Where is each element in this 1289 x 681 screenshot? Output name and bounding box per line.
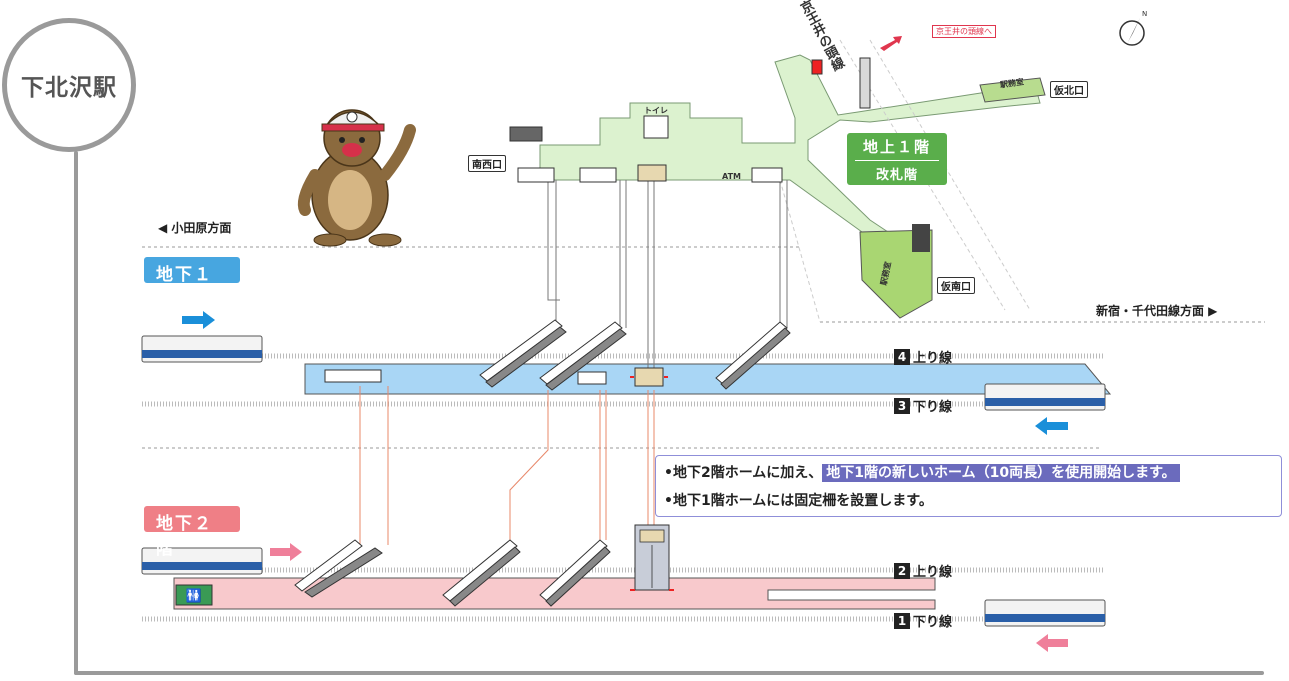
arrow-keio — [880, 36, 902, 51]
level-ground-badge: 地上１階 改札階 — [847, 133, 947, 185]
level-b2-badge: 地下２階 — [144, 506, 240, 559]
b1-escalators — [324, 319, 791, 391]
arrow-pink-right — [270, 543, 302, 561]
timeline-vertical — [74, 151, 78, 675]
b2-escalators — [294, 539, 611, 607]
track-number: 2 — [894, 562, 910, 579]
train-b2-right — [984, 599, 1106, 627]
timeline-horizontal — [74, 671, 1264, 675]
ticket-machines-icon — [509, 126, 543, 142]
mascot-mole-icon — [297, 109, 416, 247]
station-office-north — [979, 77, 1046, 103]
track-name: 上り線 — [913, 351, 953, 366]
ground-escalator-3 — [751, 167, 783, 183]
level-b1-badge: 地下１階 — [144, 257, 240, 310]
compass-icon: N — [1119, 10, 1147, 46]
track-name: 下り線 — [913, 615, 953, 630]
arrow-pink-left — [1036, 634, 1068, 652]
direction-odawara: ◀ 小田原方面 — [158, 221, 232, 235]
ground-level-sublabel: 改札階 — [875, 168, 918, 183]
track-name: 下り線 — [913, 400, 953, 415]
track-label-3: 3 下り線 — [894, 396, 952, 415]
svg-text:🚻: 🚻 — [186, 588, 202, 604]
exit-temp-south: 仮南口 — [937, 277, 975, 294]
station-badge: 下北沢駅 — [2, 18, 136, 152]
track-label-2: 2 上り線 — [894, 561, 952, 580]
keio-gate — [859, 57, 871, 109]
track-number: 3 — [894, 397, 910, 414]
track-label-4: 4 上り線 — [894, 347, 952, 366]
direction-shinjuku: 新宿・千代田線方面 ▶ — [1096, 304, 1218, 318]
track-name: 上り線 — [913, 565, 953, 580]
train-b1-left — [141, 335, 263, 363]
track-number: 1 — [894, 612, 910, 629]
atm-label: ATM — [722, 172, 741, 181]
svg-text:N: N — [1142, 10, 1147, 18]
exit-temp-north: 仮北口 — [1050, 81, 1088, 98]
notice-line-2: •地下1階ホームには固定柵を設置します。 — [664, 493, 933, 509]
ground-toilet-icon — [643, 115, 669, 139]
station-office-block — [912, 224, 930, 252]
toilet-label: トイレ — [644, 106, 668, 115]
b2-toilet-icon — [175, 584, 213, 606]
notice-line-1: •地下2階ホームに加え、地下1階の新しいホーム（10両長）を使用開始します。 — [664, 462, 1180, 482]
train-b2-left — [141, 547, 263, 575]
train-b1-right — [984, 383, 1106, 411]
connectors-b1-b2 — [359, 386, 655, 545]
b1-elevator-icon — [634, 367, 664, 387]
ground-concourse — [539, 54, 1041, 246]
arrow-blue-right — [182, 311, 215, 329]
notice-box: •地下2階ホームに加え、地下1階の新しいホーム（10両長）を使用開始します。 •… — [655, 455, 1282, 517]
ground-level-label: 地上１階 — [862, 138, 931, 156]
ground-elevator-icon — [637, 164, 667, 182]
keio-transfer-note: 京王井の頭線へ — [932, 25, 996, 38]
station-name: 下北沢駅 — [21, 75, 117, 101]
exit-south-west: 南西口 — [468, 155, 506, 172]
ground-escalator-2 — [579, 167, 617, 183]
arrow-blue-left — [1035, 417, 1068, 435]
track-number: 4 — [894, 348, 910, 365]
connectors-ground-b1 — [547, 180, 788, 370]
notice-line-1-prefix: •地下2階ホームに加え、 — [664, 465, 823, 481]
track-label-1: 1 下り線 — [894, 611, 952, 630]
ground-escalator-1 — [517, 167, 555, 183]
notice-highlight: 地下1階の新しいホーム（10両長）を使用開始します。 — [822, 464, 1180, 482]
